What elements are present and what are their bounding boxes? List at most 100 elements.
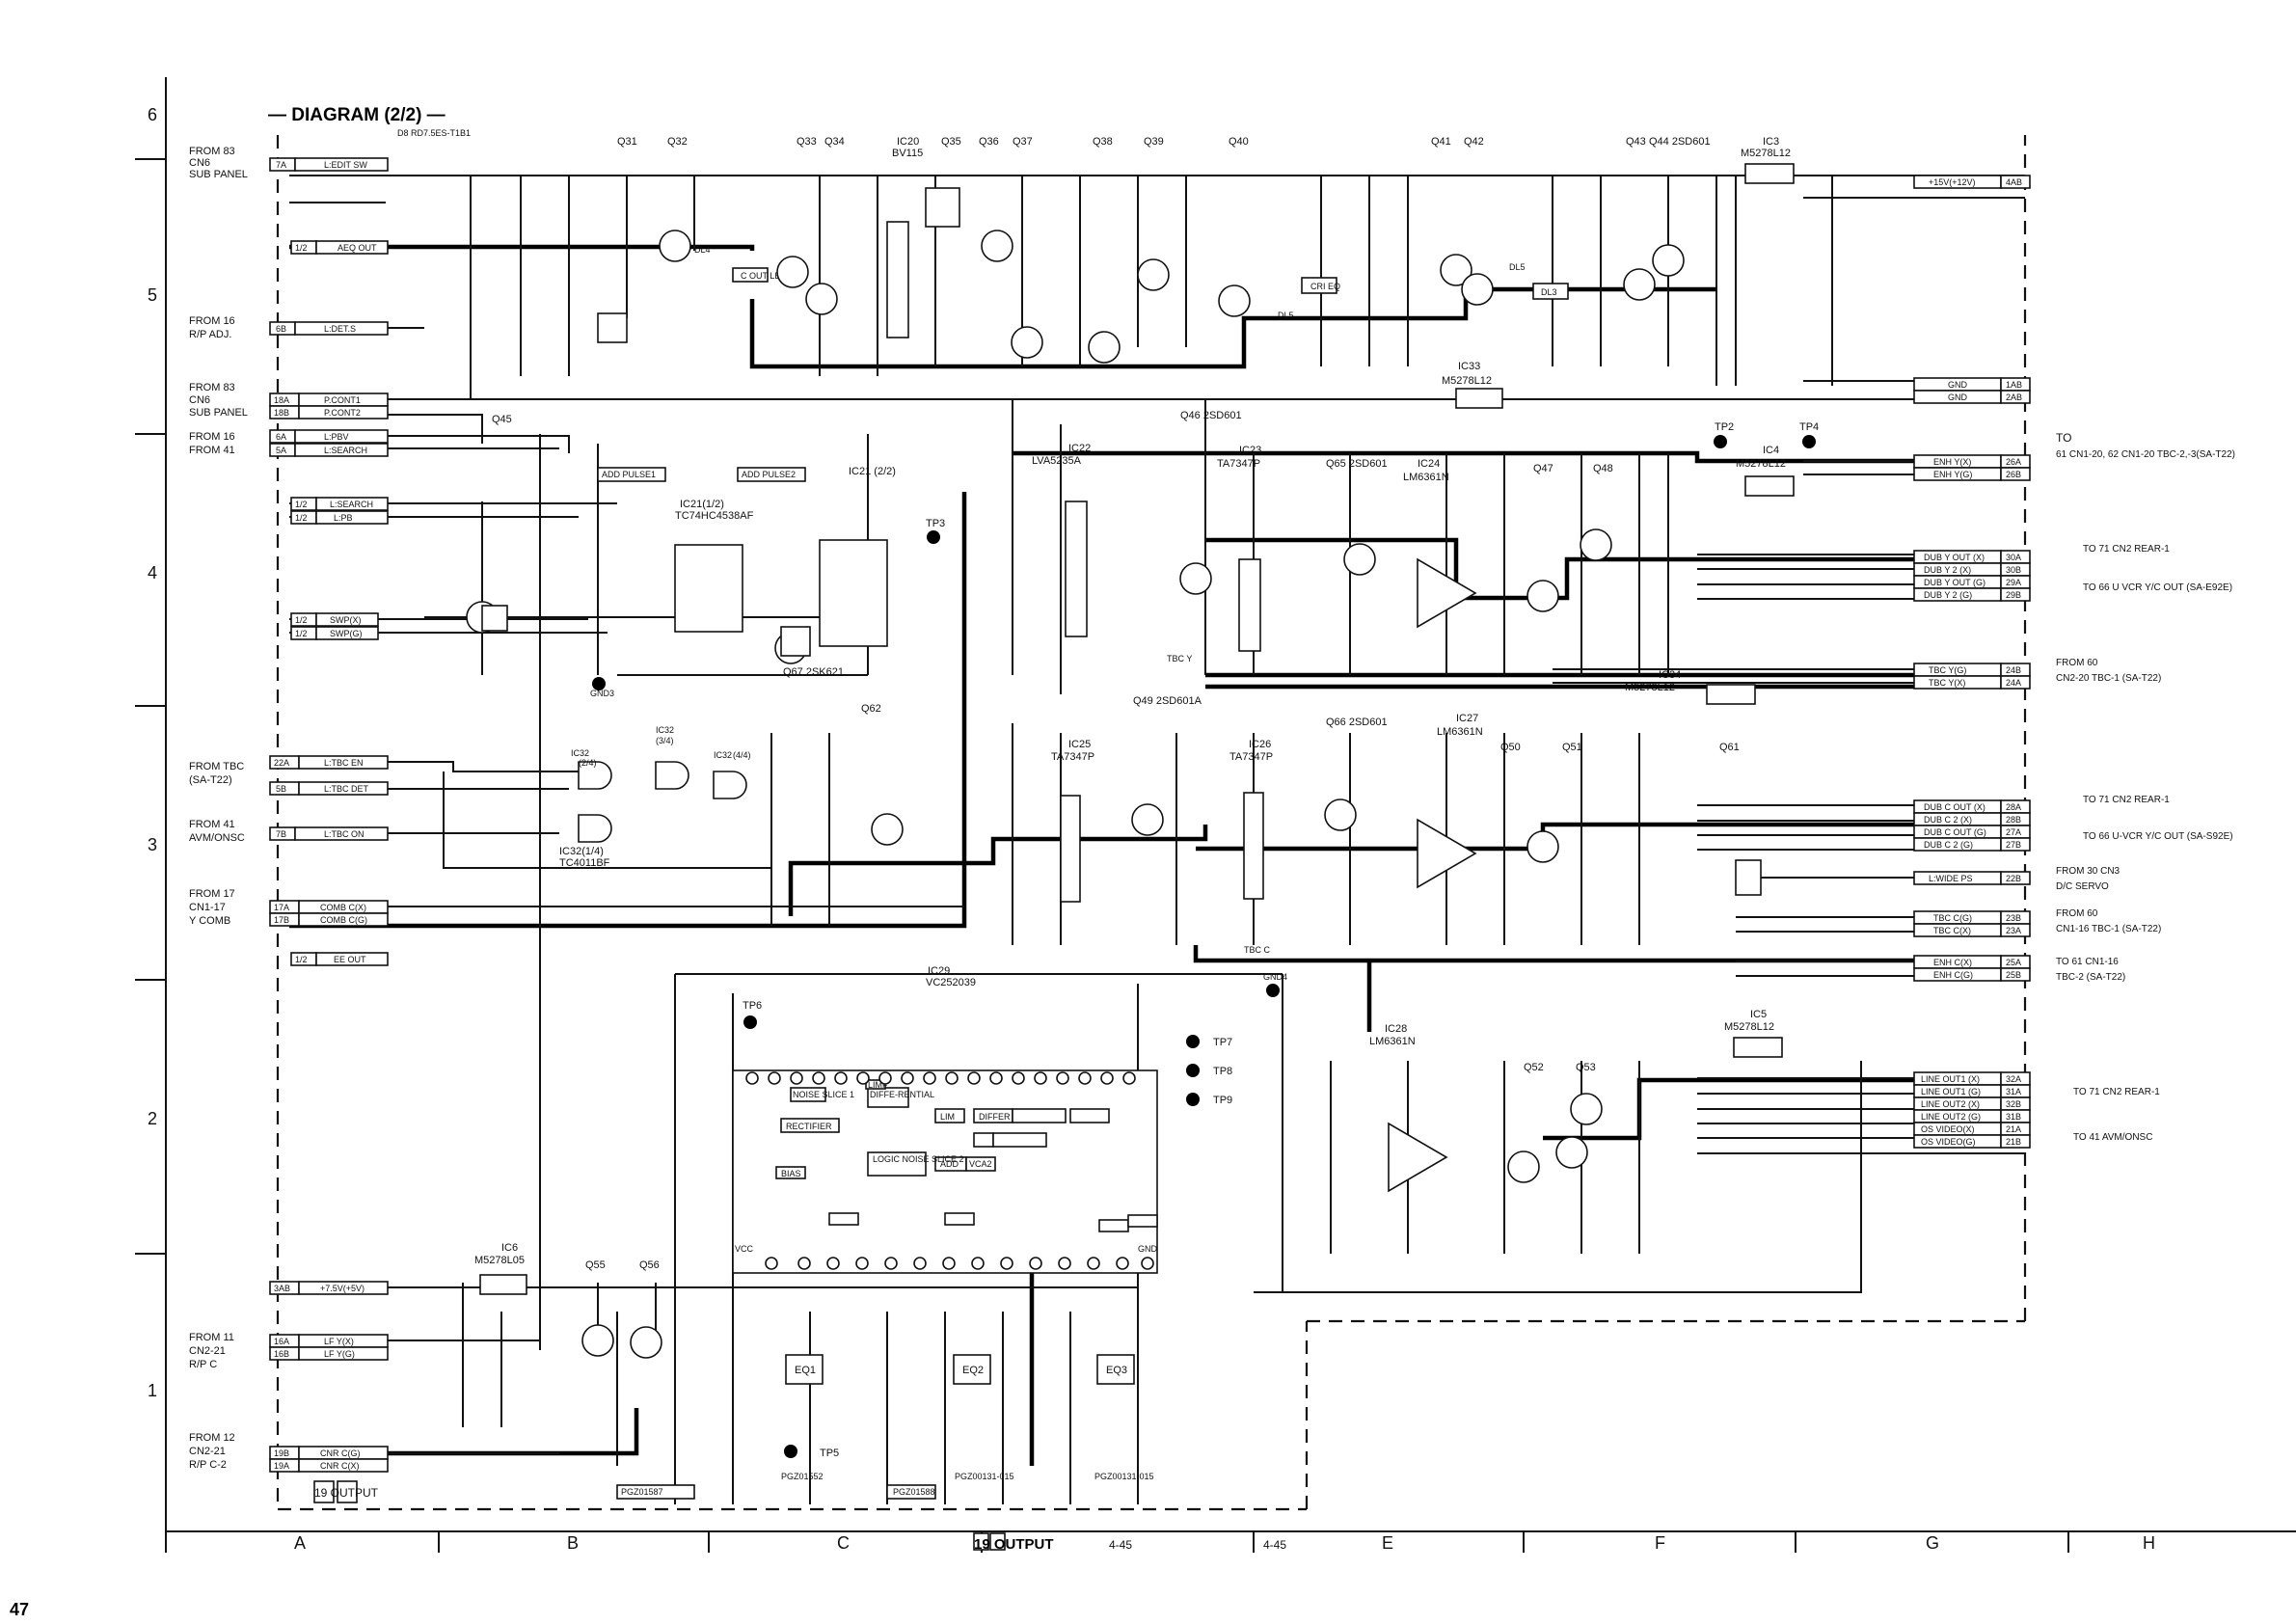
pin: 1/2 xyxy=(295,500,308,509)
ic-ref: IC32 xyxy=(656,725,674,735)
signal: AEQ OUT xyxy=(338,243,377,253)
signal: P.CONT1 xyxy=(324,395,361,405)
transistor-ref: Q35 xyxy=(941,136,961,148)
col-label: C xyxy=(837,1533,850,1553)
source-label: FROM 41 xyxy=(189,819,235,830)
transistor-ref: Q65 2SD601 xyxy=(1326,458,1388,470)
target-sub: TO 66 U VCR Y/C OUT (SA-E92E) xyxy=(2083,582,2232,593)
signal: L:PB xyxy=(334,513,353,523)
dl3-label: C OUT LEVEL xyxy=(741,271,797,281)
signal: LINE OUT1 (X) xyxy=(1921,1074,1980,1084)
transistor-ref: Q38 xyxy=(1093,136,1113,148)
test-point-label: TP2 xyxy=(1715,421,1734,433)
target-label: TO 61 CN1-16 xyxy=(2056,957,2119,967)
pin: 29A xyxy=(2006,578,2021,587)
gnd4-label: GND4 xyxy=(1263,972,1287,982)
limf-label: LIMF xyxy=(868,1080,888,1090)
ic-part: TA7347P xyxy=(1229,751,1273,763)
test-point-label: TP5 xyxy=(820,1448,839,1459)
ic-ref: IC4 xyxy=(1763,445,1779,456)
pin: 30B xyxy=(2006,565,2021,575)
signal: CNR C(X) xyxy=(320,1461,360,1471)
transistors xyxy=(466,230,1762,1359)
transistor-ref: Q56 xyxy=(639,1259,660,1271)
signal: TBC Y(G) xyxy=(1929,665,1966,675)
transistor-ref: Q42 xyxy=(1464,136,1484,148)
transistor-ref: Q49 2SD601A xyxy=(1133,695,1202,707)
pin: 31B xyxy=(2006,1112,2021,1122)
pin: 25B xyxy=(2006,970,2021,980)
source-sub2: SUB PANEL xyxy=(189,407,248,419)
test-point-label: TP3 xyxy=(926,518,945,529)
vcc-label: VCC xyxy=(735,1244,754,1254)
signal: +15V(+12V) xyxy=(1929,177,1976,187)
target-sub: TO 41 AVM/ONSC xyxy=(2073,1132,2152,1143)
pin: 28A xyxy=(2006,802,2021,812)
bias-label: BIAS xyxy=(781,1169,801,1178)
ic-part: BV115 xyxy=(892,148,923,159)
pin: 24A xyxy=(2006,678,2021,688)
col-label: H xyxy=(2143,1533,2155,1553)
noise-slice-1-label: NOISE SLICE 1 xyxy=(793,1090,854,1099)
signal: SWP(G) xyxy=(330,629,363,638)
pin: 5B xyxy=(276,784,286,794)
target-sub: D/C SERVO xyxy=(2056,881,2109,892)
ic-part: (3/4) xyxy=(656,736,674,745)
ic-part: M5278L05 xyxy=(474,1255,525,1266)
eq1-label: EQ1 xyxy=(795,1365,816,1376)
col-label: G xyxy=(1926,1533,1939,1553)
pin: 32A xyxy=(2006,1074,2021,1084)
signal: COMB C(X) xyxy=(320,903,366,912)
source-label: FROM 16 xyxy=(189,431,235,443)
signal: LINE OUT2 (X) xyxy=(1921,1099,1980,1109)
ic-part: LM6361N xyxy=(1369,1036,1416,1047)
ic-part: VC252039 xyxy=(926,977,976,988)
cri-eq-label: PGZ01588 xyxy=(893,1487,935,1497)
signal: LINE OUT1 (G) xyxy=(1921,1087,1981,1096)
signal: EE OUT xyxy=(334,955,366,964)
transistor-ref: Q52 xyxy=(1524,1062,1544,1073)
target-label: FROM 60 xyxy=(2056,658,2098,668)
module-label: PGZ00131-015 xyxy=(1094,1472,1154,1481)
pin: 31A xyxy=(2006,1087,2021,1096)
test-point-dot xyxy=(784,1445,797,1458)
pin: 23B xyxy=(2006,913,2021,923)
row-label: 5 xyxy=(148,285,157,305)
footer: 19 OUTPUT 4-45 4-45 47 xyxy=(10,1532,1286,1619)
main-wiring xyxy=(289,175,2025,1504)
ic-part: M5278L12 xyxy=(1442,375,1492,387)
test-point-dot xyxy=(743,1015,757,1029)
row-label: 4 xyxy=(148,563,157,582)
source-sub: CN6 xyxy=(189,157,210,169)
ic-ref: IC27 xyxy=(1456,713,1478,724)
pin: 22A xyxy=(274,758,289,768)
dl4-label: CRI EQ xyxy=(1310,282,1340,291)
transistor-ref: Q31 xyxy=(617,136,637,148)
target-sub: CN2-20 TBC-1 (SA-T22) xyxy=(2056,673,2161,684)
pin: 26A xyxy=(2006,457,2021,467)
transistor-ref: Q44 2SD601 xyxy=(1649,136,1711,148)
add-label: ADD xyxy=(940,1159,959,1169)
transistor-ref: Q45 xyxy=(492,414,512,425)
source-label: FROM 12 xyxy=(189,1432,235,1444)
module-label: PGZ00131-015 xyxy=(955,1472,1014,1481)
ic-part: (2/4) xyxy=(579,758,597,768)
ic-ref: IC20 xyxy=(897,136,919,148)
eq2-label: EQ2 xyxy=(962,1365,984,1376)
signal: L:SEARCH xyxy=(330,500,373,509)
pin: 19A xyxy=(274,1461,289,1471)
source-sub2: Y COMB xyxy=(189,915,230,927)
ic-part: TC4011BF xyxy=(559,857,610,869)
ic-ref: IC26 xyxy=(1249,739,1271,750)
source-sub2: R/P C-2 xyxy=(189,1459,227,1471)
ic-part: TA7347P xyxy=(1217,458,1260,470)
target-sub: CN1-16 TBC-1 (SA-T22) xyxy=(2056,924,2161,934)
target-label: TO 71 CN2 REAR-1 xyxy=(2073,1087,2160,1097)
pin: 16B xyxy=(274,1349,289,1359)
tbc-c-label: TBC C xyxy=(1244,945,1271,955)
pin: 18A xyxy=(274,395,289,405)
pin: 26B xyxy=(2006,470,2021,479)
pin: 1/2 xyxy=(295,955,308,964)
ic-ref: IC28 xyxy=(1385,1023,1407,1035)
signal: +7.5V(+5V) xyxy=(320,1284,365,1293)
